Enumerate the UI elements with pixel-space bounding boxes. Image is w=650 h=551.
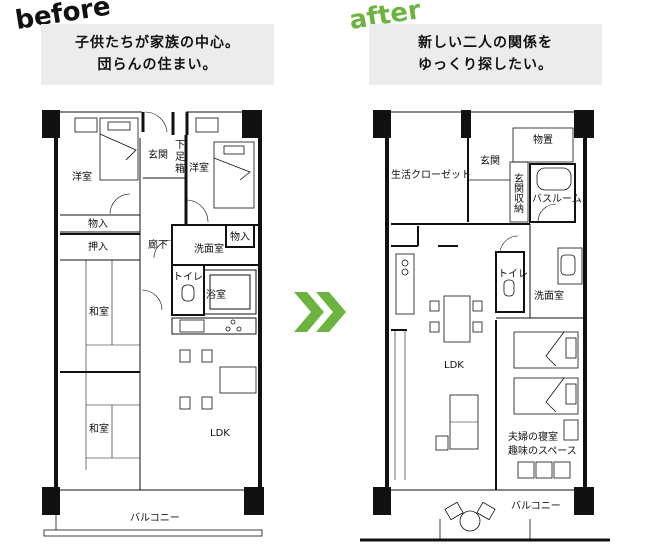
before-floorplan (42, 110, 264, 537)
after-entrance-storage-label-4: 納 (514, 202, 524, 215)
before-japanese-room-2-label: 和室 (89, 422, 109, 435)
after-bathroom-label: バスルーム (532, 193, 582, 205)
after-floorplan (360, 110, 610, 542)
before-ldk-label: LDK (210, 428, 230, 439)
double-chevron-right-icon (294, 292, 346, 332)
before-balcony-label: バルコニー (130, 512, 180, 524)
before-toilet-label: トイレ (173, 272, 203, 283)
before-storage-1-label: 物入 (88, 217, 108, 230)
before-shoebox-label-3: 箱 (175, 162, 185, 175)
after-entrance-storage-label-3: 収 (514, 193, 524, 205)
after-toilet-label: トイレ (498, 269, 528, 280)
before-closet-label: 押入 (88, 240, 108, 253)
after-entrance-storage-label-1: 玄 (514, 172, 524, 185)
before-shoebox-label-2: 足 (175, 151, 185, 163)
before-entrance-label: 玄関 (148, 148, 168, 161)
before-western-room-2-label: 洋室 (189, 161, 209, 174)
after-walk-in-closet-label: 生活クローゼット (391, 168, 471, 181)
before-japanese-room-1-label: 和室 (89, 305, 109, 318)
before-caption-line-2: 団らんの住まい。 (97, 57, 218, 73)
before-shoebox-label-1: 下 (175, 140, 185, 151)
after-entrance-label: 玄関 (480, 154, 500, 167)
before-storage-2-label: 物入 (230, 230, 250, 243)
after-caption-line-1: 新しい二人の関係を (418, 35, 553, 51)
before-caption: 子供たちが家族の中心。 団らんの住まい。 (41, 24, 274, 85)
after-bedroom-label-1: 夫婦の寝室 (508, 430, 558, 443)
after-entrance-storage-label-2: 関 (514, 183, 524, 195)
after-storeroom-label: 物置 (533, 133, 553, 146)
before-hallway-label: 廊下 (148, 238, 168, 251)
before-washroom-label: 洗面室 (194, 242, 224, 255)
after-caption-line-2: ゆっくり探したい。 (418, 57, 553, 73)
after-bedroom-label-2: 趣味のスペース (508, 444, 577, 457)
before-bathroom-label: 浴室 (206, 288, 226, 301)
after-ldk-label: LDK (444, 360, 464, 371)
before-western-room-1-label: 洋室 (72, 170, 92, 183)
before-caption-line-1: 子供たちが家族の中心。 (75, 35, 240, 51)
after-caption: 新しい二人の関係を ゆっくり探したい。 (369, 24, 602, 85)
after-washroom-label: 洗面室 (534, 289, 564, 302)
after-balcony-label: バルコニー (511, 500, 561, 512)
